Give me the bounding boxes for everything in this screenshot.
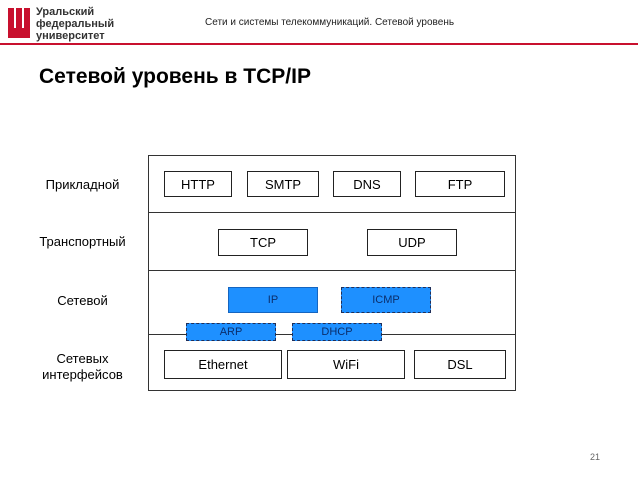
protocol-ethernet: Ethernet — [164, 350, 282, 379]
protocol-icmp: ICMP — [341, 287, 431, 313]
layer-label-application: Прикладной — [45, 177, 120, 192]
protocol-dhcp: DHCP — [292, 323, 382, 341]
slide-title: Сетевой уровень в TCP/IP — [39, 65, 311, 88]
layer-label-transport: Транспортный — [39, 234, 126, 249]
protocol-smtp: SMTP — [247, 171, 319, 197]
protocol-wifi: WiFi — [287, 350, 405, 379]
university-name-line-1: Уральский — [36, 6, 95, 18]
protocol-http: HTTP — [164, 171, 232, 197]
university-name-line-3: университет — [36, 30, 105, 42]
protocol-tcp: TCP — [218, 229, 308, 256]
protocol-arp: ARP — [186, 323, 276, 341]
layer-label-link-line-2: интерфейсов — [42, 367, 123, 382]
university-logo: Уральский федеральный университет — [8, 6, 148, 46]
layer-label-link-line-1: Сетевых — [56, 351, 109, 366]
protocol-stack-frame — [148, 155, 516, 391]
layer-divider-transport-network — [148, 270, 516, 271]
page-number: 21 — [589, 452, 600, 462]
layer-label-network: Сетевой — [57, 293, 108, 308]
protocol-dsl: DSL — [414, 350, 506, 379]
protocol-ftp: FTP — [415, 171, 505, 197]
protocol-ip: IP — [228, 287, 318, 313]
university-name: Уральский федеральный университет — [36, 6, 114, 42]
header-divider — [0, 43, 638, 45]
university-logo-icon — [8, 8, 30, 38]
layer-divider-application-transport — [148, 212, 516, 213]
layer-label-link: Сетевых интерфейсов — [20, 351, 145, 383]
protocol-udp: UDP — [367, 229, 457, 256]
university-name-line-2: федеральный — [36, 18, 115, 30]
course-title: Сети и системы телекоммуникаций. Сетевой… — [205, 17, 455, 28]
protocol-dns: DNS — [333, 171, 401, 197]
